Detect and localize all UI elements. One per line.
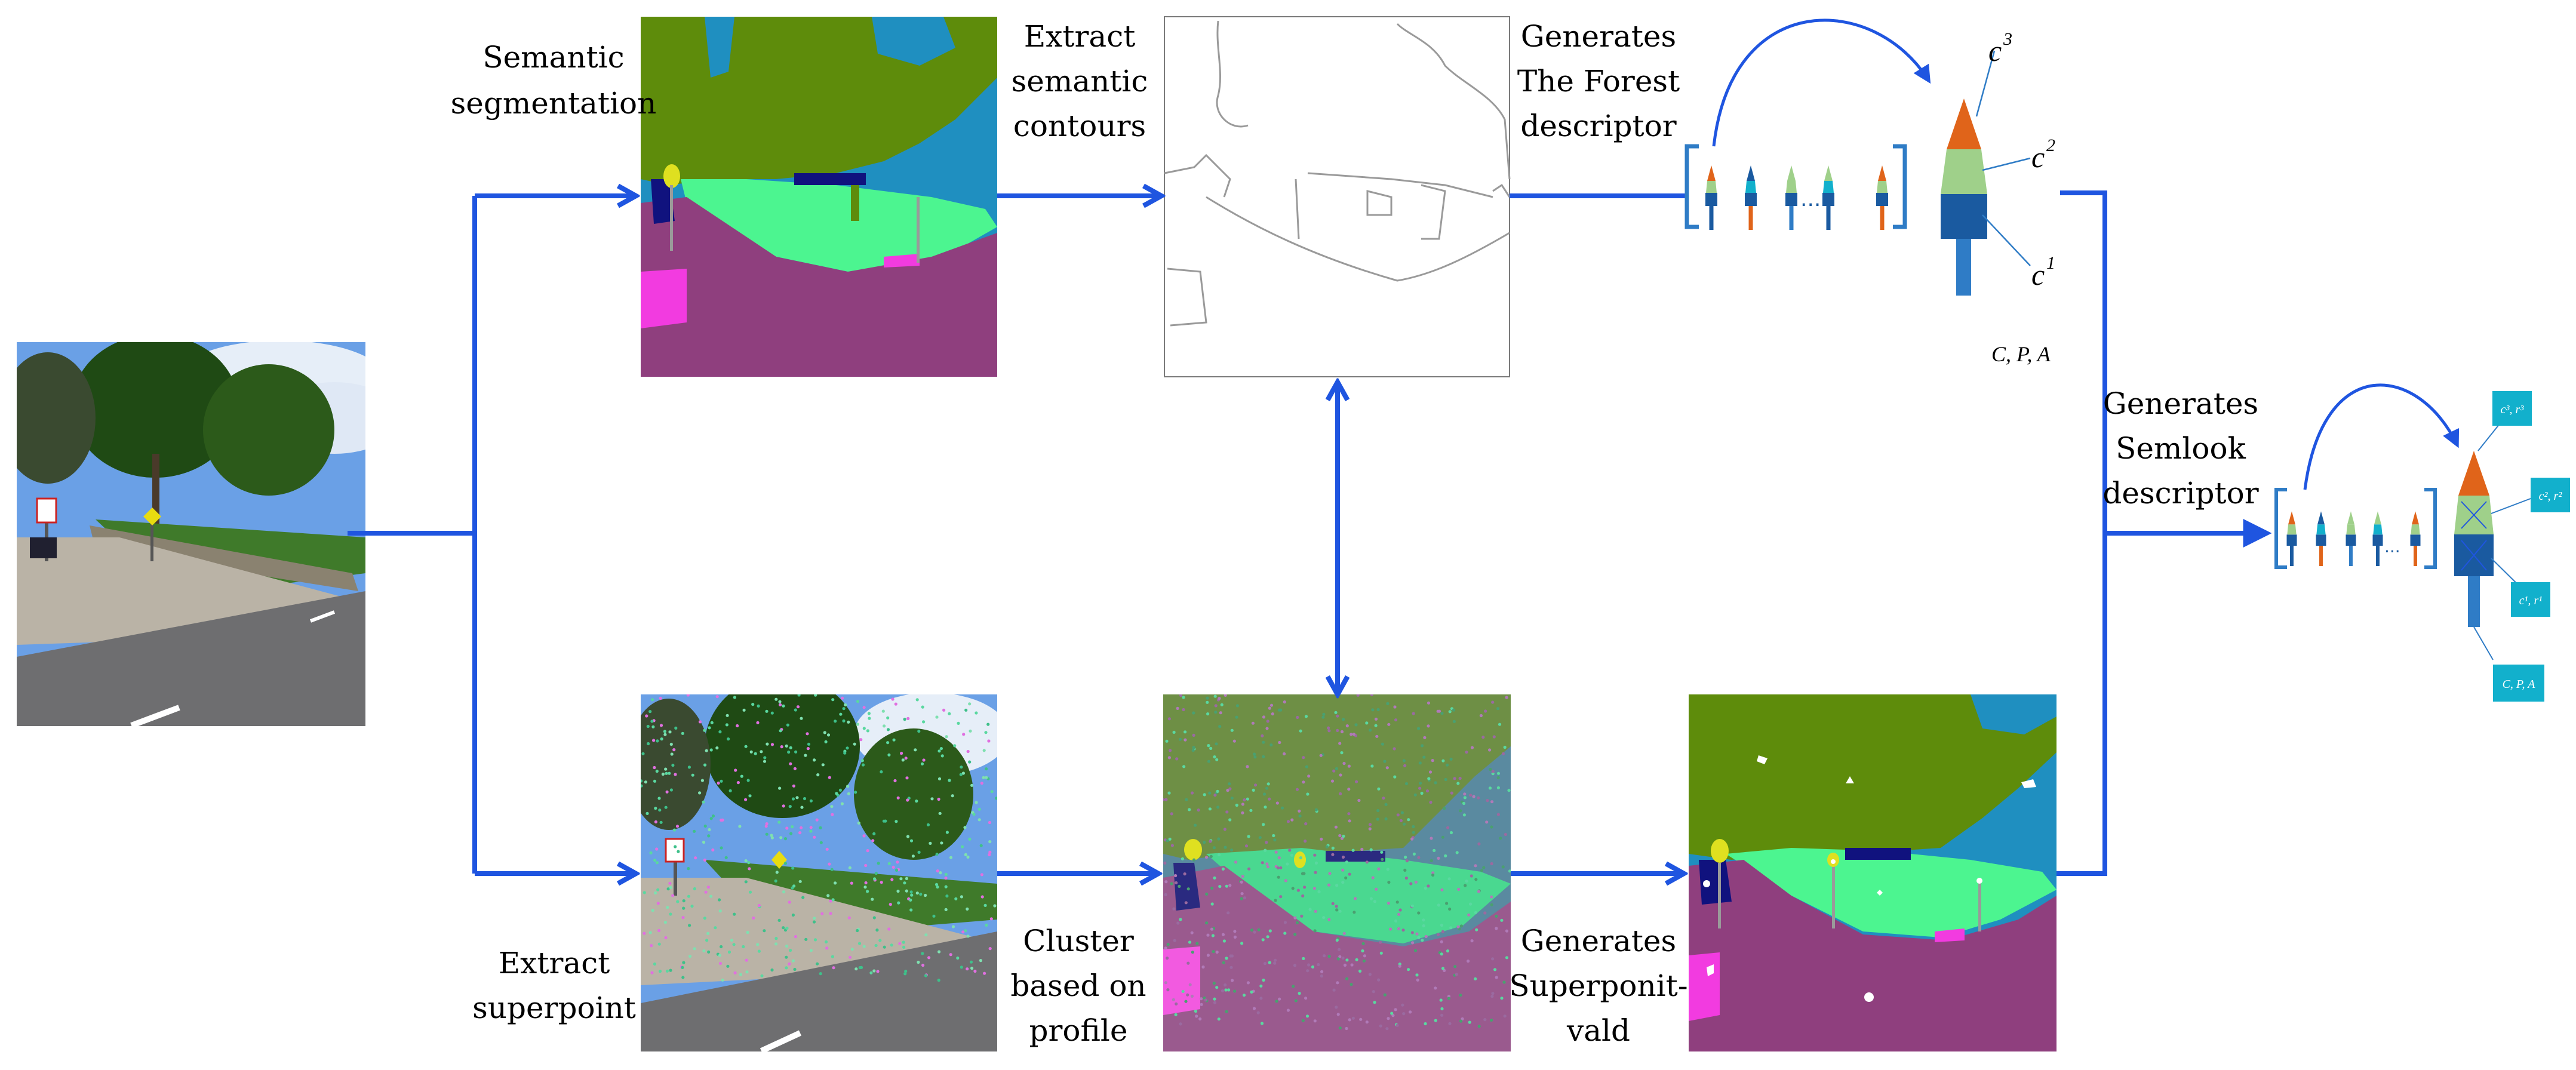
svg-text:The Forest: The Forest	[1517, 64, 1680, 99]
semlook-ellipsis: ...	[2384, 537, 2400, 556]
forest-big-tree	[1941, 50, 2031, 296]
connector-lines	[348, 193, 2272, 874]
label-semantic-segmentation: Semantic segmentation	[451, 40, 657, 121]
superpoint-dots	[641, 694, 997, 982]
semlook-box-c3: c³, r³	[2501, 403, 2525, 416]
tree-label-c2-sup: 2	[2046, 136, 2055, 155]
svg-text:descriptor: descriptor	[1520, 109, 1676, 143]
svg-text:Superponit-: Superponit-	[1509, 968, 1687, 1003]
svg-text:Generates: Generates	[1521, 19, 1676, 54]
svg-text:profile: profile	[1029, 1013, 1128, 1048]
label-generates-superpoint-vald: Generates Superponit- vald	[1509, 924, 1687, 1048]
semlook-box-c2: c², r²	[2539, 490, 2563, 503]
semantic-contours-image	[1164, 16, 1511, 377]
semlook-box-c1: c¹, r¹	[2519, 594, 2543, 607]
svg-text:semantic: semantic	[1012, 64, 1148, 99]
label-extract-superpoint: Extract superpoint	[472, 946, 636, 1025]
svg-text:Generates: Generates	[2103, 386, 2258, 421]
tree-label-c1: c	[2031, 258, 2045, 291]
svg-text:Cluster: Cluster	[1023, 924, 1134, 958]
svg-text:based on: based on	[1010, 968, 1146, 1003]
tree-label-c3-sup: 3	[2003, 29, 2012, 49]
svg-text:vald: vald	[1566, 1013, 1630, 1048]
semantic-segmentation-image	[641, 17, 997, 377]
cluster-dots	[1163, 694, 1511, 1031]
semlook-big-tree	[2454, 420, 2531, 660]
svg-text:descriptor: descriptor	[2102, 476, 2258, 511]
tree-label-c1-sup: 1	[2046, 253, 2055, 273]
svg-text:Extract: Extract	[1024, 19, 1136, 54]
semlook-box-cpa: C, P, A	[2503, 678, 2536, 691]
svg-text:superpoint: superpoint	[472, 991, 636, 1025]
tree-label-c2: c	[2031, 140, 2045, 174]
label-extract-semantic-contours: Extract semantic contours	[1012, 19, 1148, 143]
tree-label-cpa: C, P, A	[1991, 342, 2051, 366]
svg-text:Generates: Generates	[1521, 924, 1676, 958]
semlook-trees	[2286, 511, 2421, 566]
semlook-descriptor: ... c³, r³ c², r² c¹, r¹ C, P, A	[2274, 383, 2570, 702]
label-generates-semlook-descriptor: Generates Semlook descriptor	[2102, 386, 2258, 511]
forest-descriptor: ... c 3 c 2 c 1 C, P, A	[1684, 19, 2055, 366]
svg-text:Semantic: Semantic	[482, 40, 624, 75]
svg-text:Extract: Extract	[499, 946, 610, 980]
tree-label-c3: c	[1988, 34, 2002, 67]
svg-text:Semlook: Semlook	[2116, 431, 2246, 466]
svg-text:contours: contours	[1013, 109, 1146, 143]
cluster-profile-image	[1163, 694, 1511, 1051]
forest-ellipsis: ...	[1800, 187, 1821, 211]
label-generates-forest-descriptor: Generates The Forest descriptor	[1517, 19, 1680, 143]
superpoint-image	[641, 694, 997, 1051]
superpoint-vald-image	[1689, 694, 2057, 1051]
forest-trees	[1705, 165, 1888, 230]
input-street-photo	[17, 342, 365, 726]
label-cluster-based-on-profile: Cluster based on profile	[1010, 924, 1146, 1048]
svg-text:segmentation: segmentation	[451, 86, 657, 121]
